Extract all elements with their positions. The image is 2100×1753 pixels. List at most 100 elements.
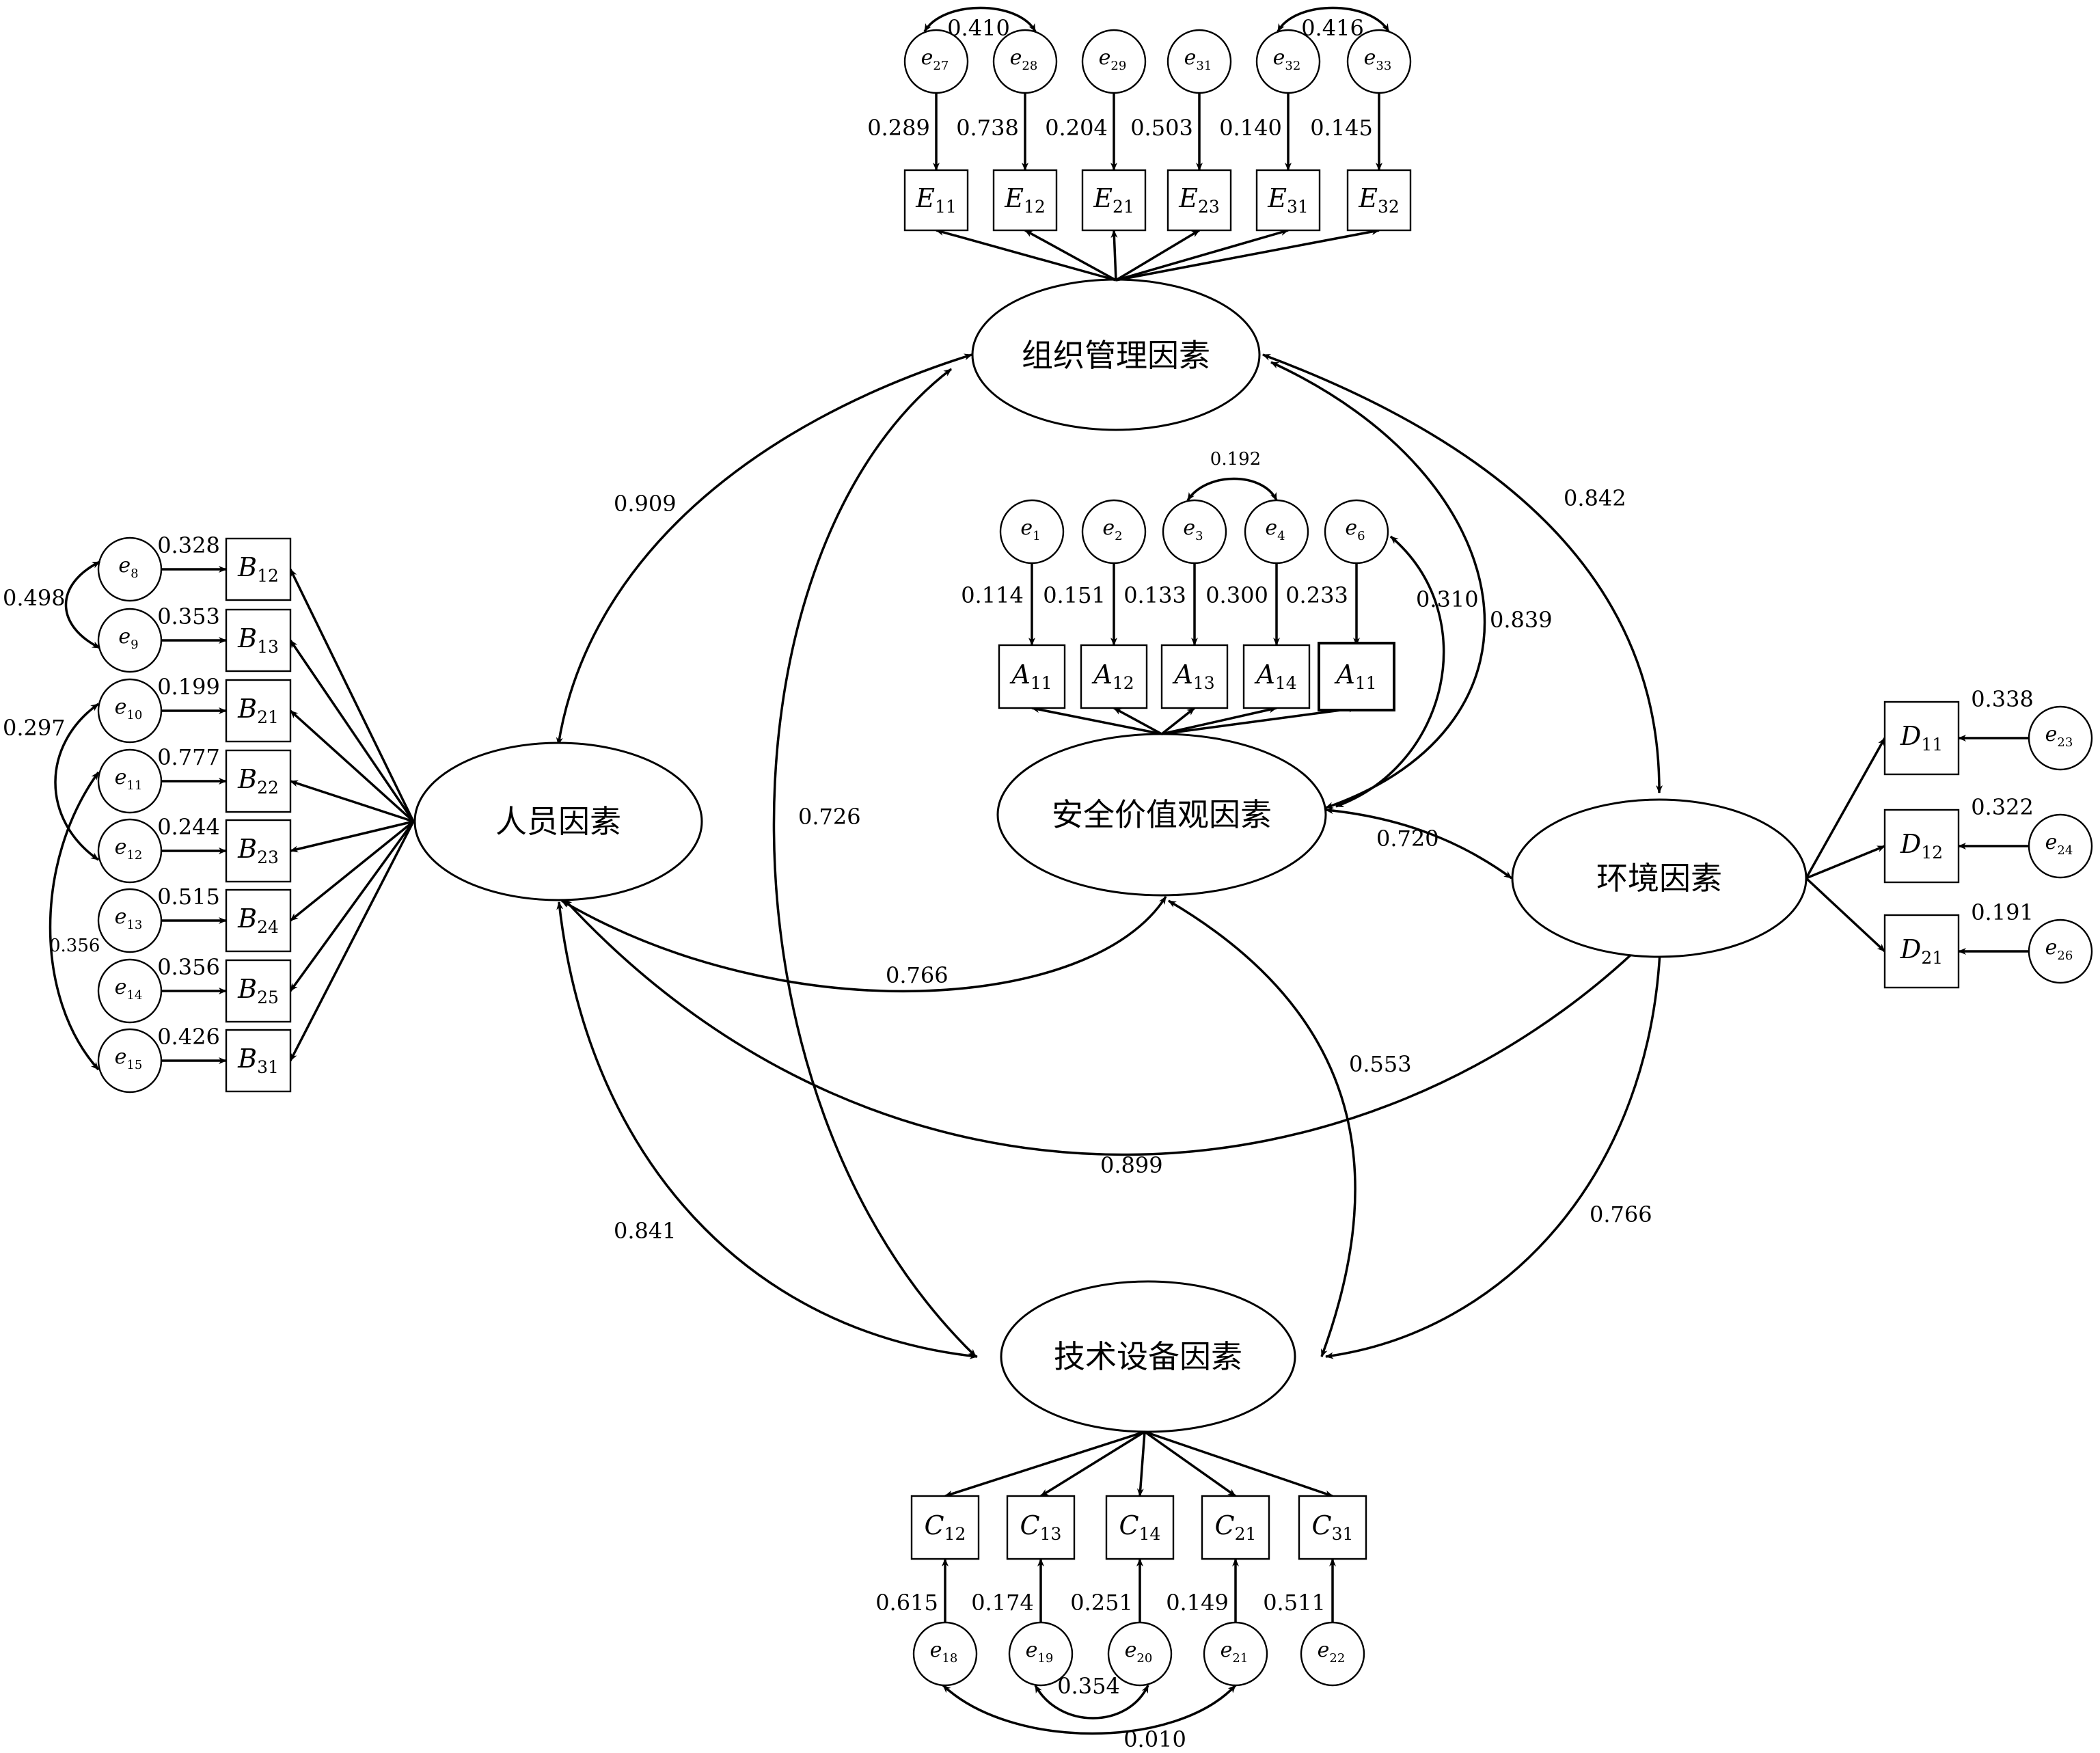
person-loading-arrow-7 — [289, 820, 415, 992]
tech-indicator-5: C31 — [1298, 1495, 1367, 1560]
person-error-1-label: e8 — [118, 554, 138, 581]
cov-curve-org-env — [1262, 353, 1663, 793]
value-error-2: e2 — [1081, 499, 1147, 565]
org-loading-arrow-2 — [1024, 229, 1117, 282]
latent-value-name: 安全价值观因素 — [1052, 796, 1272, 833]
person-error-cov-curve-2 — [54, 703, 100, 861]
tech-error-2: e19 — [1008, 1621, 1074, 1687]
value-indicator-2-label: A12 — [1091, 660, 1134, 693]
tech-indicator-2-label: C13 — [1020, 1510, 1062, 1544]
value-indicator-1: A11 — [998, 644, 1066, 709]
value-error-5: e6 — [1324, 499, 1389, 565]
cov-label-person-value: 0.766 — [886, 962, 949, 988]
tech-loading-label-4: 0.149 — [1166, 1590, 1229, 1616]
value-loading-label-4: 0.300 — [1205, 582, 1268, 608]
tech-indicator-4: C21 — [1201, 1495, 1270, 1560]
person-loading-arrow-8 — [289, 821, 415, 1061]
org-error-4: e31 — [1167, 29, 1232, 94]
org-indicator-2: E12 — [992, 169, 1058, 232]
env-error-3: e26 — [2028, 919, 2093, 984]
cov-curve-e6-value — [1335, 535, 1445, 808]
org-loading-label-5: 0.140 — [1219, 115, 1282, 141]
latent-person-name: 人员因素 — [495, 803, 621, 840]
org-indicator-block: E11e270.289E12e280.738E21e290.204E23e310… — [867, 6, 1412, 282]
tech-loading-arrow-1 — [944, 1430, 1145, 1497]
cov-label-env-tech: 0.766 — [1590, 1201, 1652, 1227]
org-indicator-5: E31 — [1255, 169, 1321, 232]
value-loading-arrow-4 — [1161, 706, 1277, 735]
latent-covariance-curves — [556, 353, 1664, 1359]
tech-loading-arrow-4 — [1143, 1430, 1237, 1497]
person-error-8-label: e15 — [115, 1045, 143, 1072]
cov-label-org-value: 0.839 — [1490, 607, 1553, 633]
value-loading-label-5: 0.233 — [1285, 582, 1348, 608]
person-loading-arrow-3 — [289, 709, 415, 823]
tech-error-1: e18 — [912, 1621, 978, 1687]
org-error-1-label: e27 — [921, 46, 949, 73]
value-loading-label-2: 0.151 — [1043, 582, 1106, 608]
env-loading-arrow-3 — [1805, 877, 1886, 953]
person-loading-label-4: 0.777 — [157, 744, 220, 770]
env-loading-arrow-1 — [1805, 737, 1886, 879]
env-error-1-label: e23 — [2045, 722, 2073, 750]
org-indicator-3-label: E21 — [1093, 183, 1134, 217]
person-error-7-label: e14 — [115, 975, 143, 1003]
latent-env-name: 环境因素 — [1596, 860, 1722, 897]
person-error-5-label: e12 — [115, 835, 143, 862]
person-loading-label-5: 0.244 — [157, 814, 220, 840]
cov-curve-value-env — [1325, 807, 1513, 880]
person-indicator-5: B23 — [225, 819, 292, 883]
cov-label-org-person: 0.909 — [614, 491, 677, 517]
tech-indicator-5-label: C31 — [1312, 1510, 1354, 1544]
cov-label-value-env: 0.720 — [1376, 826, 1439, 852]
tech-loading-arrow-5 — [1144, 1430, 1333, 1497]
tech-error-4: e21 — [1203, 1621, 1268, 1687]
value-error-cov-curve-1 — [1186, 477, 1278, 501]
latent-tech: 技术设备因素 — [1000, 1280, 1296, 1433]
org-error-2-label: e28 — [1010, 46, 1038, 73]
value-indicator-4-label: A14 — [1254, 660, 1296, 693]
value-indicator-3: A13 — [1160, 644, 1229, 709]
person-loading-label-7: 0.356 — [157, 954, 220, 980]
cov-label-person-tech: 0.841 — [614, 1218, 677, 1244]
tech-indicator-3: C14 — [1105, 1495, 1175, 1560]
latent-env: 环境因素 — [1511, 798, 1808, 958]
tech-error-cov-label-1: 0.354 — [1057, 1673, 1120, 1699]
env-error-2-label: e24 — [2045, 830, 2073, 858]
org-error-5: e32 — [1255, 29, 1321, 94]
value-error-1-label: e1 — [1020, 516, 1040, 543]
person-error-2: e9 — [97, 608, 163, 673]
person-indicator-6: B24 — [225, 888, 292, 953]
value-indicator-1-label: A11 — [1009, 660, 1052, 693]
org-indicator-4-label: E23 — [1178, 183, 1220, 217]
org-loading-label-3: 0.204 — [1045, 115, 1108, 141]
person-indicator-5-label: B23 — [237, 834, 279, 867]
person-indicator-1: B12 — [225, 537, 292, 601]
tech-error-2-label: e19 — [1026, 1638, 1054, 1666]
latent-covariance-labels: 0.909 0.842 0.839 0.726 0.720 0.766 0.55… — [614, 485, 1652, 1244]
person-error-cov-curve-1 — [64, 560, 100, 649]
tech-error-cov-curve-2 — [942, 1684, 1237, 1735]
org-loading-arrow-4 — [1115, 229, 1200, 282]
person-loading-arrow-6 — [289, 820, 415, 922]
tech-error-5-label: e22 — [1318, 1638, 1346, 1666]
org-error-cov-curve-2 — [1277, 6, 1390, 32]
latent-person: 人员因素 — [413, 742, 703, 901]
person-indicator-3: B21 — [225, 679, 292, 743]
value-indicator-3-label: A13 — [1172, 660, 1214, 693]
cov-label-org-tech: 0.726 — [798, 804, 861, 830]
tech-indicator-1-label: C12 — [925, 1510, 966, 1544]
value-loading-label-1: 0.114 — [961, 582, 1024, 608]
value-error-2-label: e2 — [1102, 516, 1122, 543]
person-indicator-8-label: B31 — [237, 1044, 279, 1077]
env-loading-label-3: 0.191 — [1971, 899, 2034, 925]
value-error-4: e4 — [1244, 499, 1309, 565]
org-loading-label-2: 0.738 — [956, 115, 1019, 141]
env-loading-label-2: 0.322 — [1971, 794, 2034, 820]
value-error-1: e1 — [999, 499, 1065, 565]
person-loading-label-8: 0.426 — [157, 1024, 220, 1050]
cov-curve-org-tech — [772, 368, 977, 1358]
env-indicator-2-label: D12 — [1900, 829, 1943, 862]
tech-indicator-4-label: C21 — [1215, 1510, 1257, 1544]
